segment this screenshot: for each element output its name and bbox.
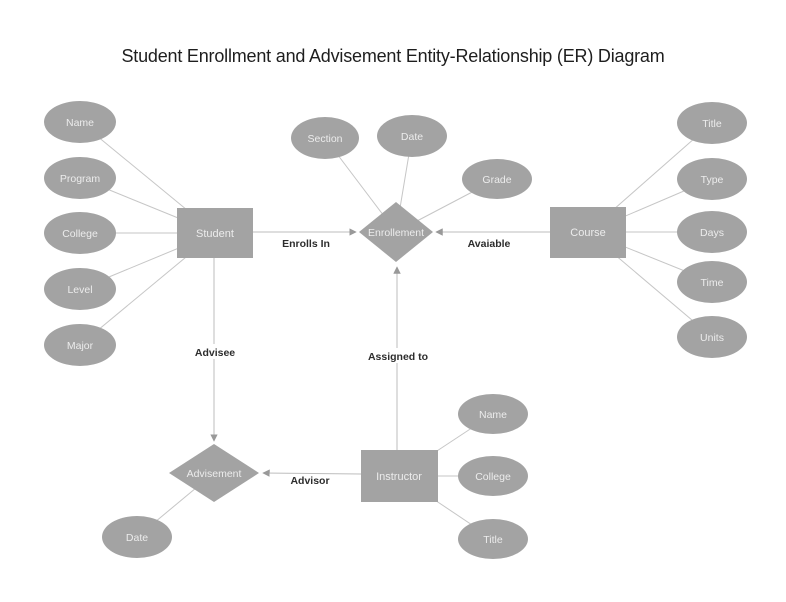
attribute-label: Time <box>701 277 724 289</box>
edge-label-assigned-to: Assigned to <box>368 351 428 363</box>
relationship-label: Enrollement <box>368 227 424 239</box>
attribute-student-major: Major <box>44 324 116 366</box>
attribute-label: College <box>62 228 98 240</box>
attribute-student-level: Level <box>44 268 116 310</box>
attribute-student-program: Program <box>44 157 116 199</box>
attribute-course-time: Time <box>677 261 747 303</box>
entity-label: Course <box>570 227 605 239</box>
attribute-instructor-college: College <box>458 456 528 496</box>
attribute-label: Program <box>60 173 101 185</box>
relationship-enrollement: Enrollement <box>359 202 433 262</box>
attribute-label: College <box>475 471 511 483</box>
attribute-label: Units <box>700 332 724 344</box>
attribute-label: Major <box>67 340 94 352</box>
edge-label-advisee: Advisee <box>195 347 235 359</box>
attribute-label: Type <box>701 174 724 186</box>
attribute-course-title: Title <box>677 102 747 144</box>
relationship-advisement: Advisement <box>169 444 259 502</box>
attribute-student-name: Name <box>44 101 116 143</box>
edge-instructor-advisement <box>262 469 362 477</box>
attribute-course-units: Units <box>677 316 747 358</box>
attribute-label: Days <box>700 227 724 239</box>
entity-student: Student <box>177 208 253 258</box>
attribute-label: Name <box>479 409 507 421</box>
entity-label: Student <box>196 228 234 240</box>
attribute-student-college: College <box>44 212 116 254</box>
attribute-label: Section <box>307 133 342 145</box>
attribute-course-type: Type <box>677 158 747 200</box>
attribute-enrollement-section: Section <box>291 117 359 159</box>
edge-label-enrolls-in: Enrolls In <box>282 238 330 250</box>
label-background <box>366 348 430 363</box>
attribute-instructor-title: Title <box>458 519 528 559</box>
entity-instructor: Instructor <box>361 450 438 502</box>
attribute-advisement-date: Date <box>102 516 172 558</box>
attribute-enrollement-date: Date <box>377 115 447 157</box>
attribute-label: Date <box>126 532 148 544</box>
attribute-label: Title <box>483 534 503 546</box>
attribute-label: Date <box>401 131 423 143</box>
entity-course: Course <box>550 207 626 258</box>
relationship-label: Advisement <box>187 468 242 480</box>
attribute-label: Name <box>66 117 94 129</box>
attribute-label: Level <box>67 284 92 296</box>
diagram-title: Student Enrollment and Advisement Entity… <box>121 46 665 66</box>
edge-label-avaiable: Avaiable <box>468 238 511 250</box>
entity-label: Instructor <box>376 471 422 483</box>
attribute-course-days: Days <box>677 211 747 253</box>
edge-label-advisor: Advisor <box>290 475 329 487</box>
attribute-enrollement-grade: Grade <box>462 159 532 199</box>
edge-labels: Enrolls In Avaiable Advisee Assigned to … <box>190 238 511 487</box>
attribute-instructor-name: Name <box>458 394 528 434</box>
label-background <box>190 344 240 359</box>
attribute-label: Title <box>702 118 722 130</box>
attribute-label: Grade <box>482 174 511 186</box>
